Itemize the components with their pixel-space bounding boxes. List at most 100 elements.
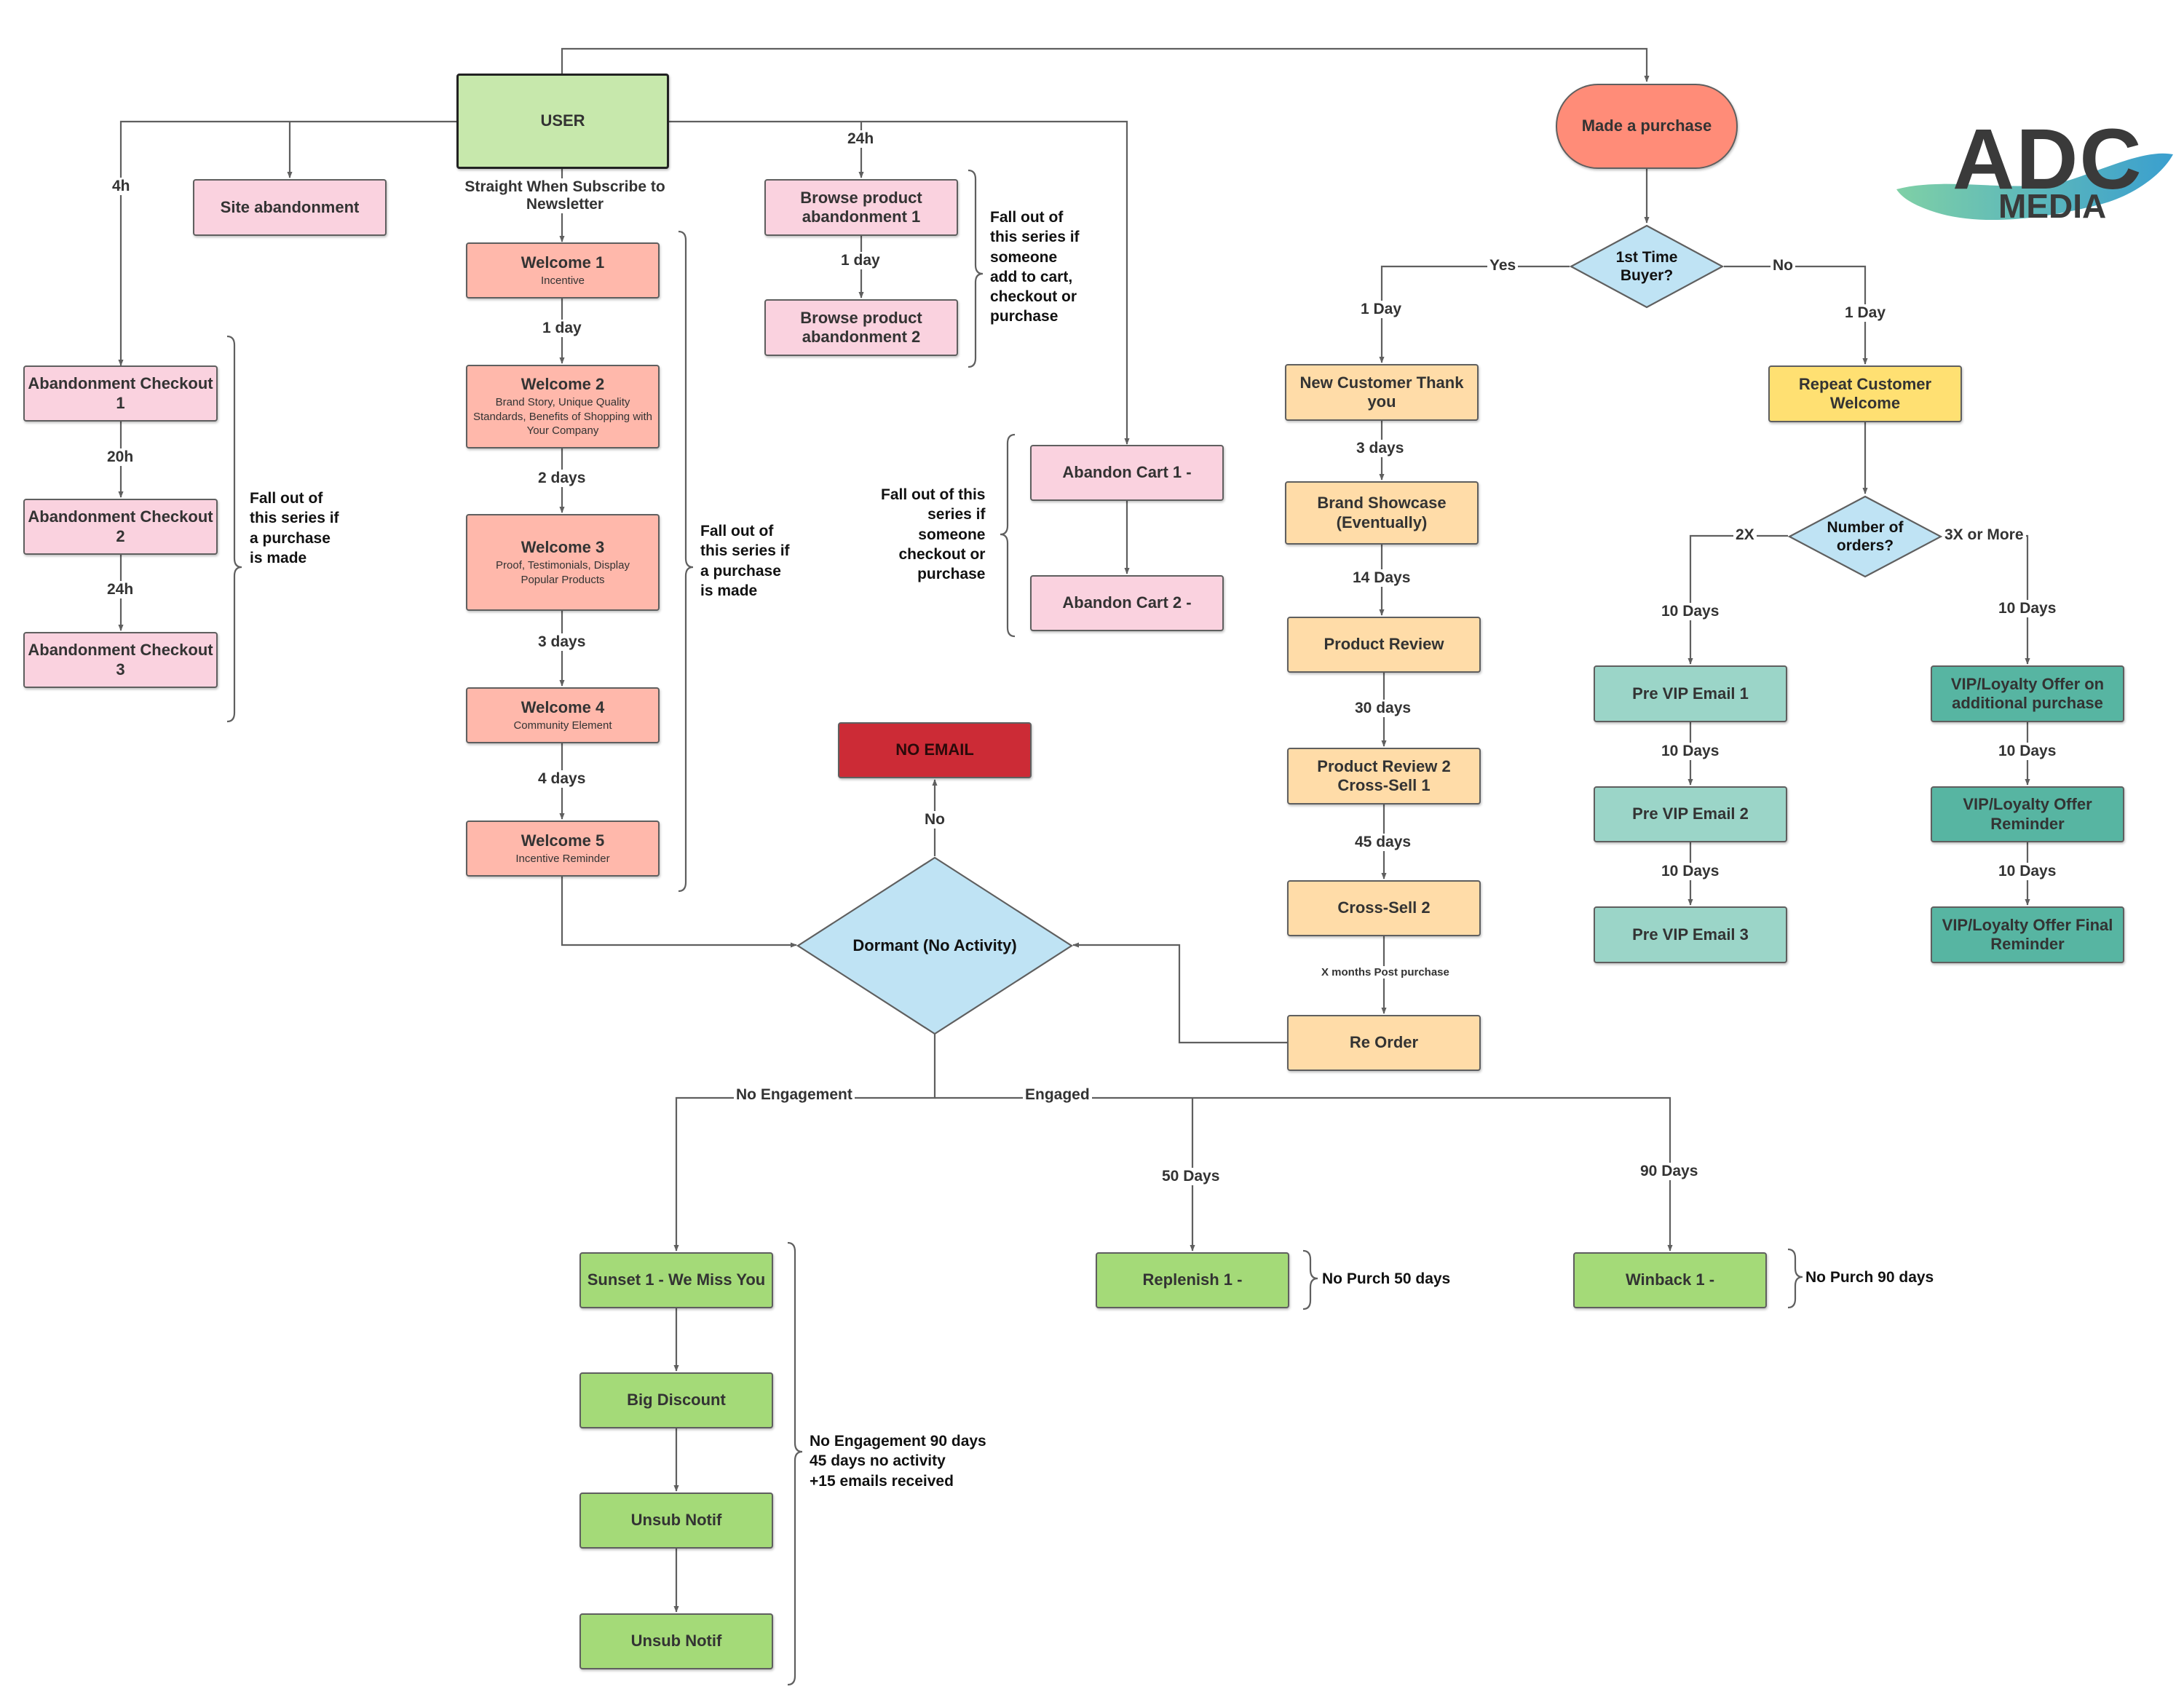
brand-showcase-node: Brand Showcase (Eventually) [1285, 481, 1479, 545]
edge-label-welcome-3-days: 3 days [536, 633, 588, 652]
welcome-4-title: Welcome 4 [521, 697, 605, 716]
welcome-4-node: Welcome 4 Community Element [466, 687, 660, 743]
vip-offer-3-node: VIP/Loyalty Offer Final Reminder [1931, 906, 2124, 963]
pre-vip-email-2-label: Pre VIP Email 2 [1632, 804, 1749, 823]
new-customer-label: New Customer Thank you [1299, 373, 1464, 411]
note-fall-out-welcome: Fall out of this series if a purchase is… [700, 523, 790, 599]
note-fall-out-cart: Fall out of this series if someone check… [881, 486, 986, 583]
re-order-node: Re Order [1287, 1015, 1481, 1071]
abandon-cart-1-label: Abandon Cart 1 - [1062, 463, 1192, 482]
user-label: USER [540, 111, 585, 130]
note-no-purch-50: No Purch 50 days [1322, 1270, 1451, 1287]
edge-label-2x: 2X [1733, 526, 1757, 545]
cross-sell-2-node: Cross-Sell 2 [1287, 880, 1481, 936]
edge-label-10-days-pre-2: 10 Days [1659, 743, 1722, 761]
browse-abandonment-2-node: Browse product abandonment 2 [764, 299, 958, 356]
edge-label-welcome-4-days: 4 days [536, 770, 588, 788]
cross-sell-2-label: Cross-Sell 2 [1337, 898, 1431, 917]
edge-label-4h: 4h [110, 178, 132, 196]
repeat-customer-label: Repeat Customer Welcome [1798, 374, 1932, 412]
welcome-2-node: Welcome 2 Brand Story, Unique Quality St… [466, 365, 660, 448]
welcome-5-subtitle: Incentive Reminder [515, 852, 610, 865]
edge-label-10-days-vip-3: 10 Days [1996, 863, 2059, 881]
pre-vip-email-3-node: Pre VIP Email 3 [1594, 906, 1787, 963]
edge-label-yes: Yes [1487, 257, 1519, 275]
browse-abandonment-2-label: Browse product abandonment 2 [800, 308, 922, 346]
note-fall-out-browse: Fall out of this series if someone add t… [990, 209, 1080, 325]
first-time-label: 1st Time Buyer? [1615, 248, 1678, 284]
welcome-3-title: Welcome 3 [521, 537, 605, 556]
unsub-notif-1-label: Unsub Notif [630, 1511, 722, 1530]
replenish-1-label: Replenish 1 - [1142, 1270, 1243, 1289]
welcome-2-subtitle: Brand Story, Unique Quality Standards, B… [473, 396, 652, 438]
vip-offer-1-label: VIP/Loyalty Offer on additional purchase [1950, 674, 2105, 712]
abandonment-checkout-2-label: Abandonment Checkout 2 [28, 507, 213, 545]
abandonment-checkout-2-node: Abandonment Checkout 2 [23, 499, 218, 555]
site-abandonment-node: Site abandonment [193, 179, 387, 236]
edge-reorder-dormant [1072, 942, 1287, 1044]
edge-label-14-days: 14 Days [1350, 569, 1413, 588]
sunset-1-label: Sunset 1 - We Miss You [587, 1270, 766, 1289]
edge-yes [1379, 265, 1570, 363]
edge-label-browse-1-day: 1 day [839, 252, 882, 270]
edge-label-engaged: Engaged [1023, 1086, 1092, 1104]
browse-abandonment-1-node: Browse product abandonment 1 [764, 179, 958, 236]
winback-1-label: Winback 1 - [1625, 1270, 1715, 1289]
abandon-cart-2-label: Abandon Cart 2 - [1062, 593, 1192, 612]
edge-2x [1688, 534, 1788, 665]
note-sunset: No Engagement 90 days 45 days no activit… [810, 1433, 986, 1490]
unsub-notif-2-label: Unsub Notif [630, 1632, 722, 1650]
edge-label-no-engagement: No Engagement [734, 1086, 855, 1104]
edge-label-45-days: 45 days [1353, 834, 1414, 852]
user-node: USER [456, 74, 669, 169]
vip-offer-1-node: VIP/Loyalty Offer on additional purchase [1931, 665, 2124, 722]
edge-label-10-days-pre-3: 10 Days [1659, 863, 1722, 881]
edge-label-50-days: 50 Days [1160, 1168, 1222, 1186]
edge-label-welcome-1-day: 1 day [540, 320, 584, 338]
brace-winback [1787, 1248, 1803, 1309]
brace-checkout [226, 335, 242, 723]
winback-1-node: Winback 1 - [1573, 1252, 1767, 1308]
abandonment-checkout-3-node: Abandonment Checkout 3 [23, 632, 218, 688]
edge-dormant-no-engagement [673, 1034, 936, 1252]
product-review-2-label: Product Review 2 Cross-Sell 1 [1317, 756, 1451, 794]
first-time-buyer-decision: 1st Time Buyer? [1569, 224, 1725, 309]
edge-dormant-engaged [935, 1096, 1673, 1252]
edge-label-20h: 20h [105, 448, 136, 467]
orders-label: Number of orders? [1827, 518, 1904, 554]
note-fall-out-checkout: Fall out of this series if a purchase is… [250, 490, 339, 566]
site-abandonment-label: Site abandonment [220, 197, 360, 216]
pre-vip-email-1-label: Pre VIP Email 1 [1632, 684, 1749, 703]
pre-vip-email-2-node: Pre VIP Email 2 [1594, 786, 1787, 842]
edge-label-repeat-1-day: 1 Day [1843, 304, 1888, 323]
product-review-2-node: Product Review 2 Cross-Sell 1 [1287, 748, 1481, 804]
brace-replenish [1302, 1249, 1318, 1310]
abandon-cart-2-node: Abandon Cart 2 - [1030, 575, 1224, 631]
unsub-notif-2-node: Unsub Notif [579, 1613, 773, 1669]
welcome-2-title: Welcome 2 [521, 375, 605, 394]
browse-abandonment-1-label: Browse product abandonment 1 [800, 188, 922, 226]
brace-welcome [678, 230, 694, 893]
adc-media-logo: ADC MEDIA [1893, 116, 2177, 233]
re-order-label: Re Order [1349, 1033, 1419, 1052]
edge-label-90-days: 90 Days [1638, 1163, 1701, 1181]
logo-text-bottom: MEDIA [1998, 187, 2107, 225]
note-no-purch-90: No Purch 90 days [1805, 1269, 1934, 1286]
replenish-1-node: Replenish 1 - [1096, 1252, 1289, 1308]
welcome-1-title: Welcome 1 [521, 253, 605, 272]
edge-label-dormant-no: No [922, 811, 947, 829]
edge-label-x-months: X months Post purchase [1319, 966, 1452, 979]
welcome-3-subtitle: Proof, Testimonials, Display Popular Pro… [496, 559, 630, 586]
orders-diamond-shape [1787, 495, 1943, 578]
edge-label-3-days: 3 days [1354, 440, 1406, 458]
edge-welcome-5-dormant [561, 877, 797, 948]
edge-user-to-browse [669, 120, 1130, 445]
edge-label-24h-checkout: 24h [105, 581, 136, 599]
number-of-orders-decision: Number of orders? [1787, 495, 1943, 578]
welcome-1-subtitle: Incentive [540, 274, 585, 287]
abandon-cart-1-node: Abandon Cart 1 - [1030, 445, 1224, 501]
dormant-label: Dormant (No Activity) [852, 936, 1017, 954]
brush-stroke [1896, 153, 2173, 221]
welcome-5-title: Welcome 5 [521, 831, 605, 850]
